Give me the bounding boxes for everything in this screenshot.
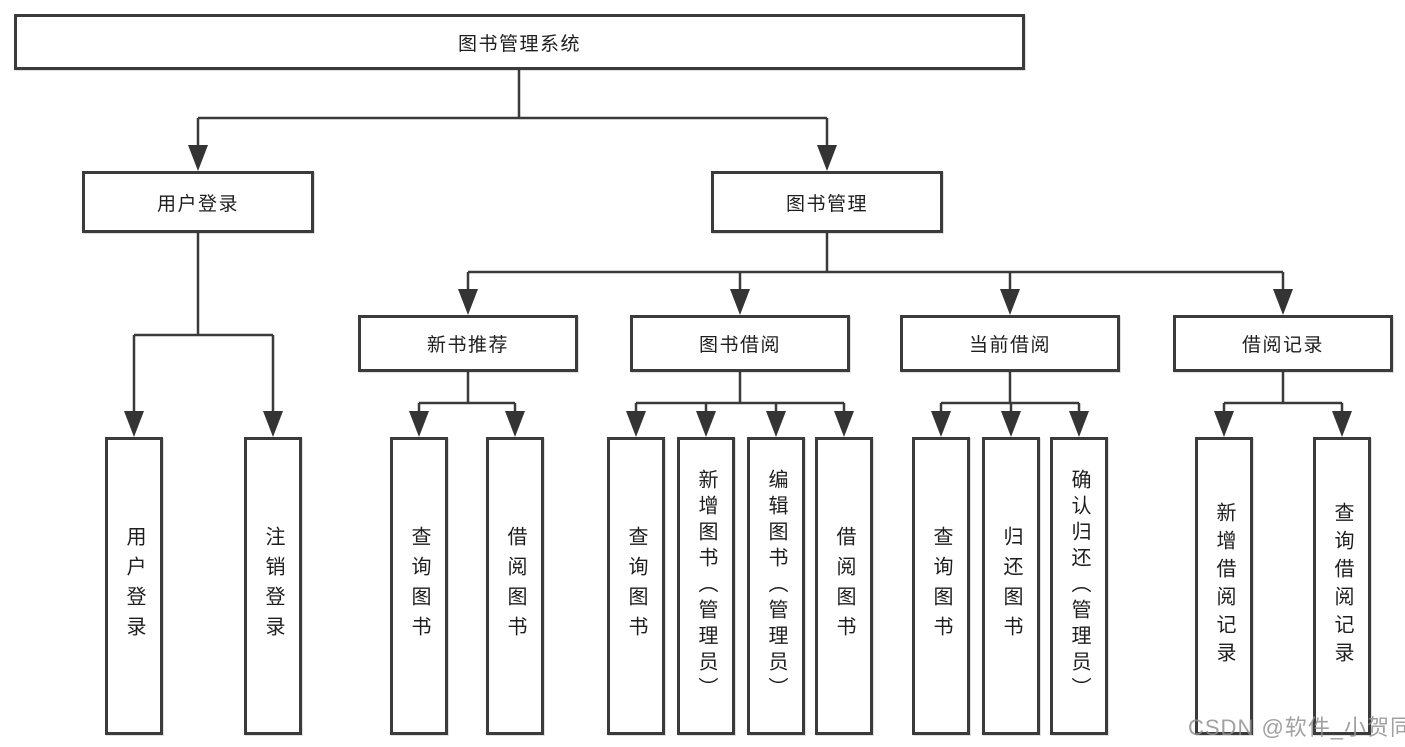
arrowheads: [124, 145, 1352, 437]
leaf-borrow-add-admin-label: 新增图书（管理员）: [695, 469, 717, 703]
leaf-logout: 注销登录: [244, 437, 302, 735]
node-book-borrow-label: 图书借阅: [698, 335, 781, 356]
leaf-current-query-label: 查询图书: [930, 526, 952, 646]
leaf-user-login: 用户登录: [105, 437, 163, 735]
leaf-borrow-query-label: 查询图书: [625, 526, 647, 646]
node-book-management-label: 图书管理: [785, 193, 868, 215]
leaf-newbook-borrow-label: 借阅图书: [504, 526, 526, 646]
node-current-borrow-label: 当前借阅: [968, 335, 1051, 356]
leaf-current-confirm-return-admin-label: 确认归还（管理员）: [1068, 469, 1090, 703]
leaf-current-confirm-return-admin: 确认归还（管理员）: [1050, 437, 1108, 735]
leaf-record-query: 查询借阅记录: [1313, 437, 1371, 735]
leaf-record-query-label: 查询借阅记录: [1331, 502, 1353, 670]
node-borrow-record-label: 借阅记录: [1241, 335, 1324, 356]
csdn-watermark: CSDN @软件_小贺同学: [1188, 715, 1405, 740]
leaf-record-add-label: 新增借阅记录: [1213, 502, 1235, 670]
leaf-borrow-edit-admin-label: 编辑图书（管理员）: [765, 469, 787, 703]
node-user-login: 用户登录: [82, 171, 314, 233]
node-borrow-record: 借阅记录: [1173, 315, 1393, 372]
leaf-borrow-query: 查询图书: [607, 437, 665, 735]
leaf-borrow-add-admin: 新增图书（管理员）: [677, 437, 735, 735]
node-book-management: 图书管理: [711, 171, 943, 233]
node-root-label: 图书管理系统: [457, 33, 581, 55]
node-current-borrow: 当前借阅: [900, 315, 1120, 372]
node-new-book-recommend-label: 新书推荐: [426, 335, 509, 356]
leaf-logout-label: 注销登录: [262, 526, 284, 646]
node-root: 图书管理系统: [14, 14, 1025, 70]
leaf-newbook-borrow: 借阅图书: [486, 437, 544, 735]
leaf-borrow-borrow: 借阅图书: [815, 437, 873, 735]
leaf-newbook-query-label: 查询图书: [408, 526, 430, 646]
node-book-borrow: 图书借阅: [630, 315, 850, 372]
leaf-current-query: 查询图书: [912, 437, 970, 735]
leaf-newbook-query: 查询图书: [390, 437, 448, 735]
node-new-book-recommend: 新书推荐: [358, 315, 578, 372]
leaf-borrow-borrow-label: 借阅图书: [833, 526, 855, 646]
leaf-user-login-label: 用户登录: [123, 526, 145, 646]
node-user-login-label: 用户登录: [156, 193, 239, 215]
leaf-record-add: 新增借阅记录: [1195, 437, 1253, 735]
leaf-borrow-edit-admin: 编辑图书（管理员）: [747, 437, 805, 735]
leaf-current-return: 归还图书: [982, 437, 1040, 735]
leaf-current-return-label: 归还图书: [1000, 526, 1022, 646]
